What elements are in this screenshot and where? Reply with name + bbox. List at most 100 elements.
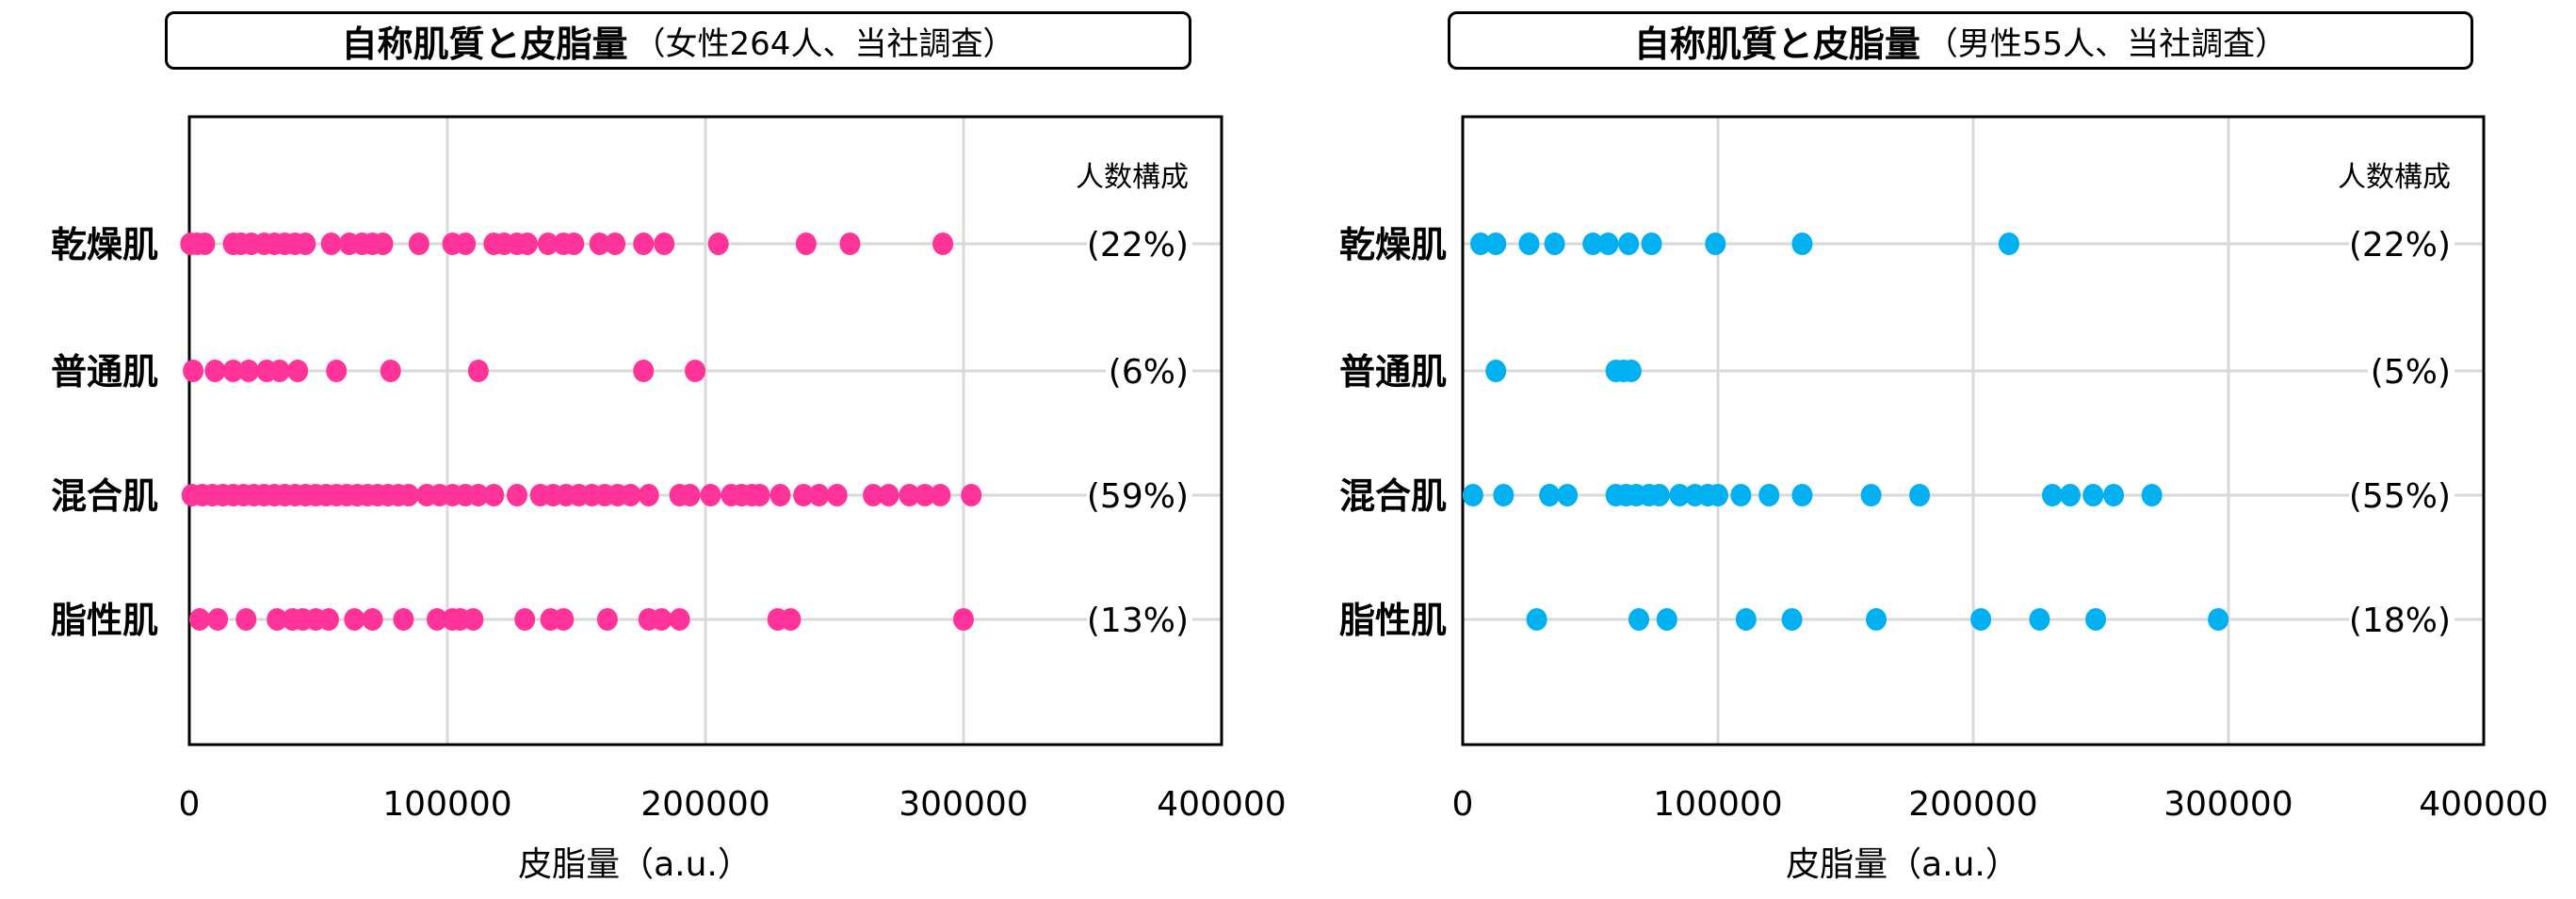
male-point-2 <box>1620 360 1642 382</box>
male-chart-title-box: 自称肌質と皮脂量 （男性55人、当社調査） <box>1448 11 2473 70</box>
male-point-4 <box>1970 608 1992 631</box>
female-point-1 <box>563 233 585 255</box>
male-point-3 <box>1758 484 1780 506</box>
male-point-3 <box>2042 484 2064 506</box>
female-point-3 <box>638 484 659 506</box>
female-point-1 <box>455 233 477 255</box>
male-composition-label: (22%) <box>2349 226 2451 265</box>
female-composition-label-bg <box>1087 225 1192 263</box>
male-point-3 <box>1539 484 1561 506</box>
female-plot-frame <box>187 115 1223 746</box>
female-x-tick-label: 0 <box>179 785 201 824</box>
female-point-4 <box>344 608 365 631</box>
female-point-3 <box>899 484 920 506</box>
male-point-3 <box>1909 484 1931 506</box>
female-x-tick-label: 400000 <box>1157 785 1286 824</box>
male-category-label: 普通肌 <box>1339 351 1447 393</box>
male-point-1 <box>1485 233 1507 255</box>
female-x-tick-label: 100000 <box>382 785 511 824</box>
female-point-4 <box>780 608 802 631</box>
male-chart-title: 自称肌質と皮脂量 <box>1633 23 1920 65</box>
female-category-label: 普通肌 <box>51 351 158 393</box>
male-point-4 <box>1628 608 1649 631</box>
female-point-2 <box>326 360 348 382</box>
male-category-label: 混合肌 <box>1339 475 1447 517</box>
female-point-2 <box>204 360 226 382</box>
female-point-3 <box>914 484 935 506</box>
female-point-3 <box>397 484 419 506</box>
male-composition-label-bg <box>2349 476 2454 514</box>
male-x-tick-label: 400000 <box>2419 785 2548 824</box>
female-point-3 <box>863 484 884 506</box>
male-x-tick-label: 200000 <box>1908 785 2037 824</box>
female-point-1 <box>633 233 655 255</box>
female-point-4 <box>267 608 288 631</box>
male-point-4 <box>2085 608 2107 631</box>
female-point-1 <box>516 233 538 255</box>
female-point-3 <box>930 484 951 506</box>
female-chart-title-box: 自称肌質と皮脂量 （女性264人、当社調査） <box>165 11 1191 70</box>
male-point-3 <box>2141 484 2163 506</box>
male-point-4 <box>1656 608 1677 631</box>
male-composition-label-bg <box>2349 601 2454 638</box>
female-point-4 <box>427 608 448 631</box>
male-point-4 <box>1866 608 1887 631</box>
female-category-label: 混合肌 <box>51 475 158 517</box>
female-point-2 <box>633 360 655 382</box>
female-point-1 <box>295 233 316 255</box>
male-point-1 <box>1705 233 1726 255</box>
female-chart-subtitle: （女性264人、当社調査） <box>633 24 1015 63</box>
male-point-3 <box>1708 484 1728 506</box>
female-point-4 <box>188 608 210 631</box>
female-x-tick-label: 200000 <box>640 785 770 824</box>
female-point-3 <box>878 484 899 506</box>
male-point-3 <box>1730 484 1752 506</box>
female-composition-label-bg <box>1087 476 1192 514</box>
female-point-4 <box>553 608 575 631</box>
female-x-axis-label: 皮脂量（a.u.） <box>518 845 752 884</box>
male-point-1 <box>1998 233 2019 255</box>
female-point-1 <box>839 233 861 255</box>
male-composition-label: (18%) <box>2349 602 2451 640</box>
male-category-label: 乾燥肌 <box>1339 224 1447 265</box>
male-point-4 <box>1781 608 1803 631</box>
male-chart-panel: 自称肌質と皮脂量 （男性55人、当社調査） <box>1288 0 2576 899</box>
female-point-4 <box>514 608 536 631</box>
female-chart-title: 自称肌質と皮脂量 <box>341 23 628 65</box>
female-point-3 <box>808 484 830 506</box>
female-point-4 <box>596 608 618 631</box>
male-composition-label-bg <box>2368 352 2454 390</box>
female-composition-label: (6%) <box>1109 353 1189 392</box>
female-point-3 <box>826 484 848 506</box>
male-composition-label-bg <box>2349 225 2454 263</box>
male-composition-label: (55%) <box>2349 477 2451 516</box>
female-point-3 <box>679 484 701 506</box>
male-composition-header: 人数構成 <box>2338 161 2451 194</box>
female-point-1 <box>795 233 817 255</box>
female-point-3 <box>620 484 641 506</box>
male-point-3 <box>2103 484 2125 506</box>
female-point-3 <box>793 484 815 506</box>
female-point-1 <box>408 233 429 255</box>
male-point-2 <box>1485 360 1507 382</box>
male-point-3 <box>1557 484 1579 506</box>
male-chart-subtitle: （男性55人、当社調査） <box>1925 24 2288 63</box>
female-point-4 <box>317 608 339 631</box>
female-composition-label: (13%) <box>1087 602 1189 640</box>
female-point-2 <box>222 360 244 382</box>
female-point-2 <box>685 360 706 382</box>
male-point-4 <box>1526 608 1547 631</box>
male-point-3 <box>1860 484 1882 506</box>
female-point-2 <box>380 360 401 382</box>
male-point-1 <box>1582 233 1604 255</box>
male-point-1 <box>1544 233 1565 255</box>
female-point-4 <box>669 608 690 631</box>
female-point-3 <box>700 484 721 506</box>
female-category-label: 脂性肌 <box>51 600 158 641</box>
male-x-tick-label: 300000 <box>2163 785 2292 824</box>
female-point-4 <box>362 608 383 631</box>
female-point-1 <box>320 233 342 255</box>
female-point-1 <box>707 233 729 255</box>
female-x-tick-label: 300000 <box>899 785 1028 824</box>
female-point-4 <box>462 608 484 631</box>
